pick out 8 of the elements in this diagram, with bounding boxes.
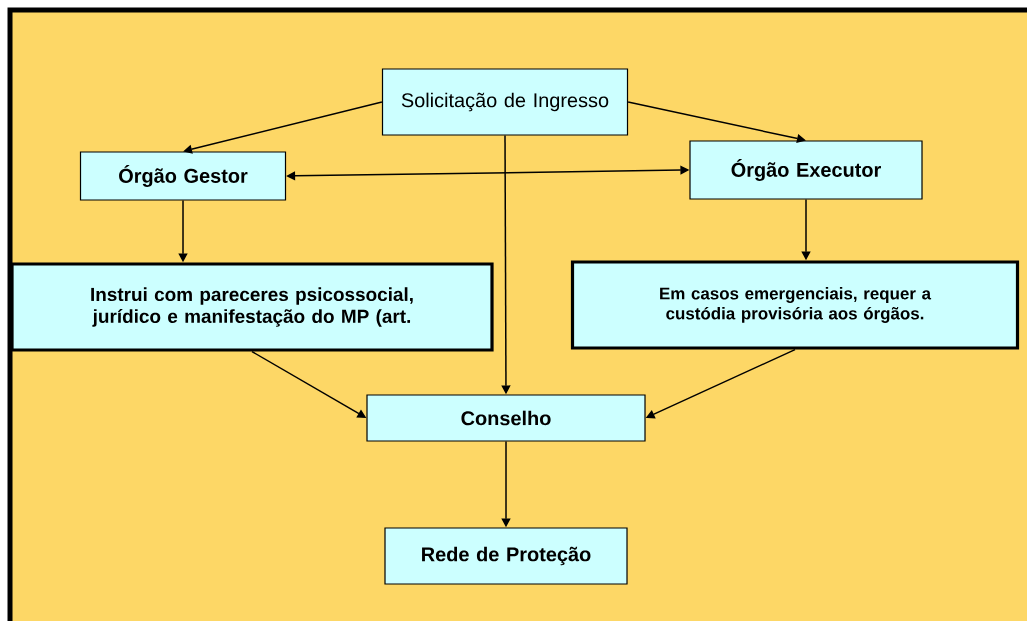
process-box: Em casos emergenciais, requer a custódia provisória aos órgãos. (570, 260, 1020, 350)
process-box: Órgão Executor (689, 140, 923, 200)
process-box: Órgão Gestor (79, 151, 287, 201)
process-box: Instrui com pareceres psicossocial, jurídico e manifestação do MP (art. (10, 262, 494, 352)
process-box: Solicitação de Ingresso (381, 68, 629, 136)
process-box: Rede de Proteção (384, 527, 628, 585)
arrow (183, 101, 383, 154)
process-box: Conselho (366, 394, 646, 442)
